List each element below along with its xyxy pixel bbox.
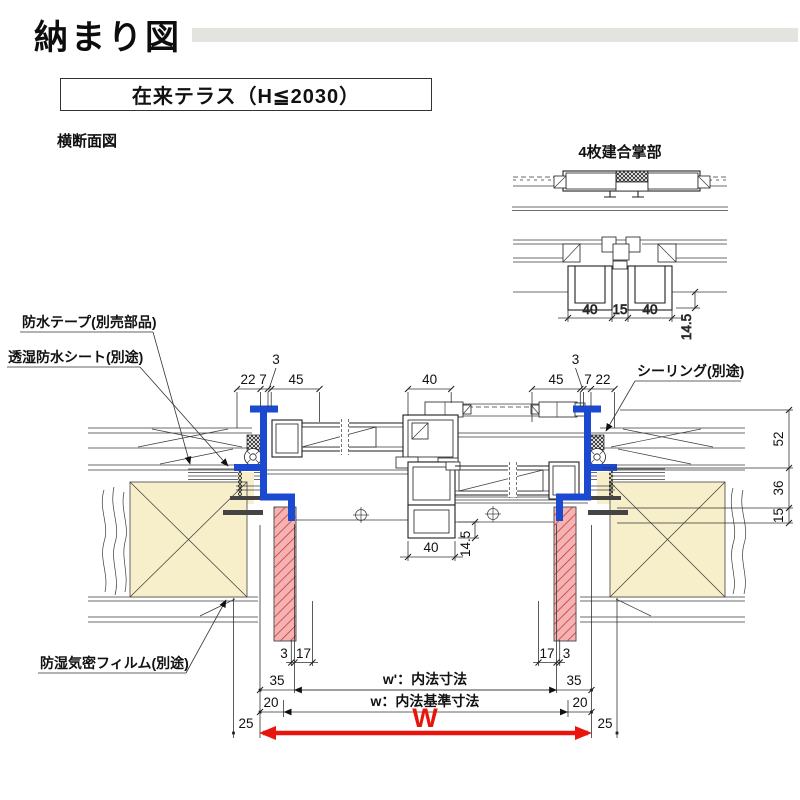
title-underline-bar bbox=[192, 28, 798, 42]
dim-top-fin-right: 3 bbox=[572, 352, 580, 367]
furring-column-right bbox=[553, 506, 577, 642]
dim-label-base-width: w：内法基準寸法 bbox=[370, 693, 480, 709]
detail-view-4panel-joint: 4枚建合掌部 bbox=[512, 143, 728, 341]
dim-label-inner-width: w'：内法寸法 bbox=[382, 671, 467, 687]
callout-waterproof-tape: 防水テープ(別売部品) bbox=[22, 314, 156, 330]
dim-bottom-3-right: 3 bbox=[563, 646, 571, 661]
detail-glazing-clip-right bbox=[657, 243, 677, 263]
dim-label-overall-W: W bbox=[412, 703, 438, 733]
overall-width-arrow bbox=[259, 726, 592, 740]
detail-clip-left bbox=[553, 175, 567, 189]
series-label-box: 在来テラス（H≦2030） bbox=[60, 78, 432, 111]
dim-center-rail-40: 40 bbox=[423, 540, 438, 555]
series-label: 在来テラス（H≦2030） bbox=[131, 86, 361, 108]
dim-bottom-17-left: 17 bbox=[296, 646, 311, 661]
section-view-label: 横断面図 bbox=[57, 133, 118, 150]
furring-column-left bbox=[273, 506, 297, 642]
callout-vapor-barrier-film: 防湿気密フィルム(別途) bbox=[40, 655, 189, 671]
wood-post-left bbox=[129, 481, 248, 598]
callout-sealing: シーリング(別途) bbox=[637, 363, 744, 379]
detail-rail-channels bbox=[513, 265, 727, 311]
detail-title: 4枚建合掌部 bbox=[578, 143, 661, 161]
dim-top-40-center: 40 bbox=[422, 372, 437, 387]
detail-glazing-clip-left bbox=[562, 243, 581, 263]
detail-clip-right bbox=[697, 175, 711, 189]
dim-bottom-17-right: 17 bbox=[539, 646, 554, 661]
dim-right-52: 52 bbox=[771, 431, 786, 446]
dim-bottom-20-left: 20 bbox=[263, 695, 278, 710]
dim-bottom-35-left: 35 bbox=[269, 673, 284, 688]
detail-interlock bbox=[601, 236, 641, 270]
dim-bottom-25-left: 25 bbox=[238, 716, 253, 731]
frame-parts bbox=[223, 401, 628, 539]
sealing-backer-left bbox=[244, 434, 263, 466]
dim-bottom-20-right: 20 bbox=[572, 695, 587, 710]
sealing-backer-right bbox=[588, 434, 606, 466]
anchor-symbol-right bbox=[485, 506, 501, 522]
dim-bottom-35-right: 35 bbox=[566, 673, 581, 688]
detail-dim-40-right: 40 bbox=[642, 302, 657, 317]
dimensions: 3 22 7 45 40 45 7 22 3 52 36 15 bbox=[232, 352, 793, 740]
detail-dim-40-left: 40 bbox=[582, 302, 597, 317]
frame-profile-left bbox=[234, 405, 295, 521]
meeting-stile bbox=[395, 414, 461, 539]
wood-grain-marks bbox=[101, 486, 747, 596]
page-title: 納まり図 bbox=[34, 19, 182, 57]
dim-right-15: 15 bbox=[771, 508, 786, 523]
anchor-symbol-left bbox=[353, 507, 369, 523]
dim-center-rail-14-5: 14.5 bbox=[458, 531, 473, 557]
dim-top-22-right: 22 bbox=[595, 372, 610, 387]
dim-bottom-25-right: 25 bbox=[597, 716, 612, 731]
dim-top-45-right: 45 bbox=[548, 372, 563, 387]
dim-top-45-left: 45 bbox=[288, 372, 303, 387]
panel-left bbox=[271, 419, 403, 458]
fasteners bbox=[223, 470, 628, 515]
dim-bottom-3-left: 3 bbox=[280, 646, 288, 661]
callouts: 防水テープ(別売部品) 透湿防水シート(別途) シーリング(別途) 防湿気密フィ… bbox=[7, 314, 744, 674]
dim-right-36: 36 bbox=[771, 480, 786, 495]
detail-dimensions: 40 15 40 14.5 bbox=[558, 288, 700, 341]
detail-dim-15: 15 bbox=[612, 302, 627, 317]
dim-top-7-right: 7 bbox=[584, 372, 592, 387]
detail-dim-14-5: 14.5 bbox=[679, 314, 694, 340]
dim-top-22-left: 22 bbox=[240, 372, 255, 387]
callout-breathable-sheet: 透湿防水シート(別途) bbox=[8, 349, 143, 365]
frame-profile-right bbox=[556, 405, 617, 521]
dim-top-7-left: 7 bbox=[259, 372, 267, 387]
panel-right bbox=[455, 461, 580, 500]
dim-top-fin-left: 3 bbox=[272, 352, 280, 367]
wood-post-right bbox=[609, 481, 726, 598]
